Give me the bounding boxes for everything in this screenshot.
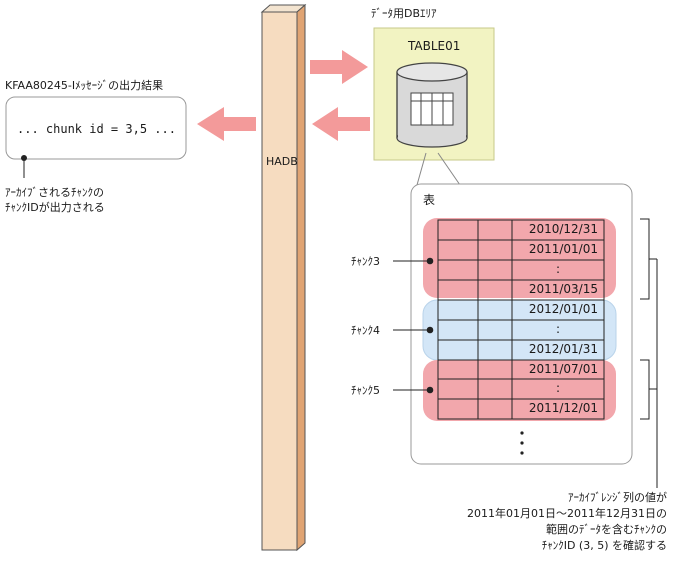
arrow-left-db-to-hadb — [312, 107, 370, 141]
date-cell: 2012/01/01 — [528, 302, 598, 316]
chunk3-highlight — [423, 218, 616, 298]
more-rows-ellipsis-icon — [520, 431, 524, 455]
note-bottom-line3: 範囲のﾃﾞｰﾀを含むﾁｬﾝｸの — [546, 523, 667, 536]
note-bottom-line4: ﾁｬﾝｸID (3, 5) を確認する — [541, 539, 667, 552]
date-cell: : — [555, 381, 561, 395]
hadb-column-front — [261, 11, 298, 551]
message-box — [5, 96, 187, 160]
message-box-title: KFAA80245-Iﾒｯｾｰｼﾞの出力結果 — [5, 79, 164, 92]
date-cell: 2011/03/15 — [528, 282, 598, 296]
date-cell: 2011/12/01 — [528, 401, 598, 415]
message-text: ... chunk id = 3,5 ... — [17, 122, 176, 136]
hadb-column-side — [296, 3, 306, 552]
note-left-line1: ｱｰｶｲﾌﾞされるﾁｬﾝｸの — [5, 186, 104, 199]
arrow-left-hadb-to-message — [197, 107, 256, 141]
hadb-label: HADB — [266, 155, 298, 168]
chunk-label: ﾁｬﾝｸ4 — [351, 324, 380, 337]
note-bottom-line1: ｱｰｶｲﾌﾞﾚﾝｼﾞ列の値が — [568, 491, 667, 504]
chunk-leaders — [393, 257, 434, 394]
data-grid — [437, 219, 605, 420]
db-area-title: ﾃﾞｰﾀ用DBｴﾘｱ — [371, 7, 437, 20]
chunk5-highlight — [423, 360, 616, 421]
chunk-label: ﾁｬﾝｸ5 — [351, 384, 380, 397]
date-cell: 2011/01/01 — [528, 242, 598, 256]
note-bottom-line2: 2011年01月01日～2011年12月31日の — [467, 507, 667, 520]
callout-line — [437, 152, 461, 186]
date-cell: 2010/12/31 — [528, 222, 598, 236]
date-cell: 2011/07/01 — [528, 362, 598, 376]
date-cell: : — [555, 262, 561, 276]
right-brackets — [640, 218, 658, 488]
callout-line — [416, 152, 427, 186]
table-name-label: TABLE01 — [408, 39, 461, 53]
date-cell: 2012/01/31 — [528, 342, 598, 356]
chunk-label: ﾁｬﾝｸ3 — [351, 255, 380, 268]
date-cell: : — [555, 322, 561, 336]
arrow-right — [310, 50, 368, 84]
database-cylinder-icon — [396, 62, 468, 148]
table-panel-title: 表 — [423, 193, 436, 207]
note-left-line2: ﾁｬﾝｸIDが出力される — [5, 201, 105, 214]
